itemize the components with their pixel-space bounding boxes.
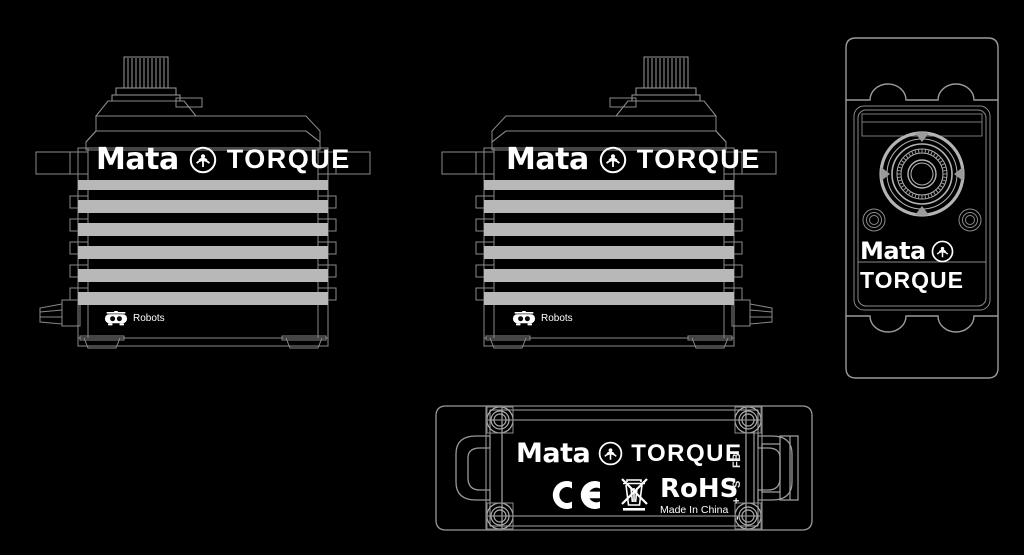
front-view-left: Mata TORQUE (0, 0, 400, 380)
product-name: TORQUE (631, 439, 743, 467)
pin-label-plus: + (731, 497, 743, 504)
brand-name: Mata (96, 142, 179, 177)
product-name: TORQUE (226, 144, 351, 174)
antenna-signal-icon (599, 146, 627, 174)
antenna-signal-icon (189, 146, 217, 174)
robots-label: Robots (541, 313, 573, 324)
weee-crossed-bin-icon (619, 476, 651, 514)
brand-wordmark: Mata TORQUE (516, 438, 742, 469)
rohs-label: RoHS (660, 474, 739, 504)
antenna-signal-icon (598, 441, 623, 466)
front-mirror-body-svg (441, 56, 777, 349)
bottom-view-svg (435, 405, 813, 531)
robot-head-icon (512, 311, 536, 326)
brand-wordmark-stacked: Mata TORQUE (860, 237, 964, 294)
pin-label-s: S (731, 480, 743, 488)
brand-wordmark: Mata TORQUE (96, 142, 351, 177)
ce-mark-icon (550, 478, 610, 510)
heatsink-fin (484, 246, 734, 259)
bottom-view: Mata TORQUE (424, 392, 824, 544)
front-view-mirrored: Mata TORQUE (412, 0, 812, 380)
rohs-mark: RoHS Made In China (660, 476, 738, 516)
front-left-body-svg (35, 56, 371, 349)
heatsink-fin (78, 200, 328, 213)
side-view-svg (845, 37, 999, 379)
heatsink-fin (484, 269, 734, 282)
antenna-signal-icon (931, 240, 954, 263)
heatsink-fin (78, 269, 328, 282)
heatsink-fin (78, 246, 328, 259)
side-view: Mata TORQUE (832, 22, 1012, 394)
brand-name: Mata (860, 237, 926, 265)
heatsink-fin (484, 180, 734, 190)
heatsink-fin (78, 180, 328, 190)
pin-label-fb: FB (731, 453, 743, 468)
robots-badge: Robots (104, 311, 165, 326)
origin-label: Made In China (660, 504, 729, 516)
product-name: TORQUE (860, 267, 964, 293)
robots-badge: Robots (512, 311, 573, 326)
robot-head-icon (104, 311, 128, 326)
heatsink-fin (78, 223, 328, 236)
heatsink-fin (78, 292, 328, 305)
heatsink-fin (484, 223, 734, 236)
brand-wordmark: Mata TORQUE (506, 142, 761, 177)
brand-name: Mata (506, 142, 589, 177)
pin-label-minus: - (731, 516, 743, 520)
heatsink-fin (484, 292, 734, 305)
heatsink-fin (484, 200, 734, 213)
robots-label: Robots (133, 313, 165, 324)
product-name: TORQUE (636, 144, 761, 174)
brand-name: Mata (516, 438, 591, 469)
